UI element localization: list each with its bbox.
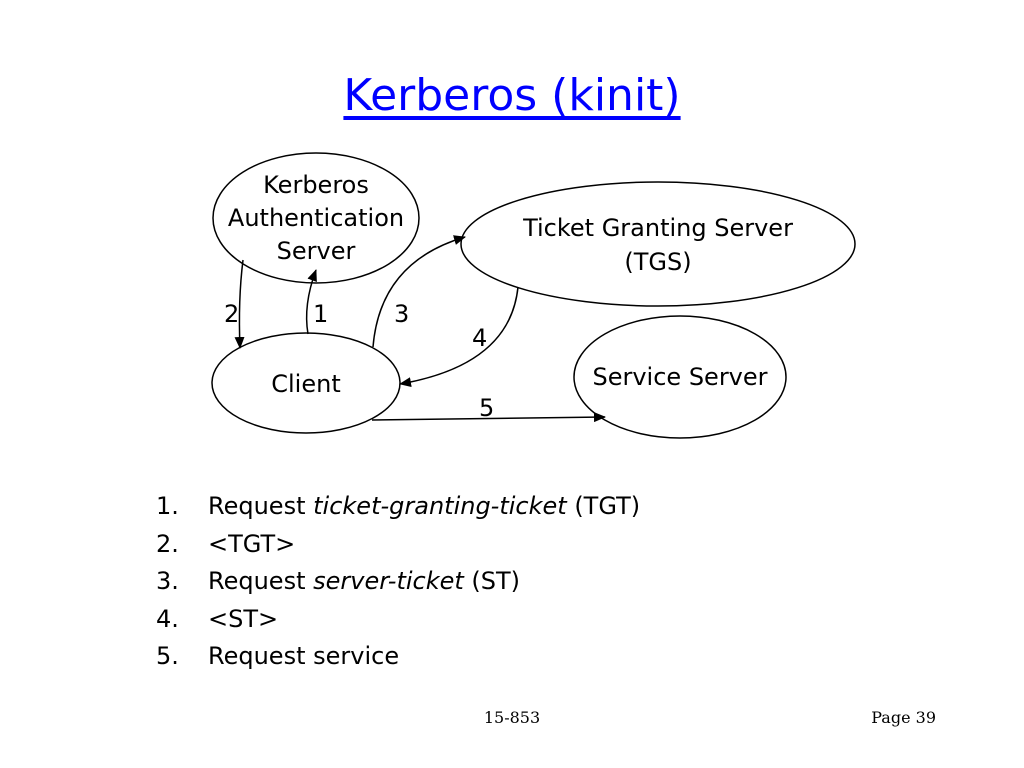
step-number: 3.: [156, 567, 179, 595]
tgs-label-line1: Ticket Granting Server: [522, 214, 793, 242]
step-number: 2.: [156, 529, 179, 558]
tgs-label-line2: (TGS): [624, 248, 691, 276]
edge-label-4: 4: [472, 324, 487, 352]
steps-list: 1. Request ticket-granting-ticket (TGT) …: [156, 488, 640, 676]
edge-label-1: 1: [313, 300, 328, 328]
step-number: 5.: [156, 642, 179, 670]
step-item: 4. <ST>: [156, 601, 640, 639]
edge-3-client-to-tgs: [372, 235, 466, 348]
edge-4-tgs-to-client: [399, 286, 519, 388]
step-text: <ST>: [208, 604, 279, 633]
step-item: 3. Request server-ticket (ST): [156, 563, 640, 601]
step-emphasis: ticket-granting-ticket: [313, 492, 567, 520]
edge-1-client-to-auth: [305, 269, 317, 335]
auth-server-label-line1: Kerberos: [263, 171, 369, 199]
slide-title: Kerberos (kinit): [343, 70, 681, 121]
edge-2-auth-to-client: [234, 259, 245, 349]
edge-5-client-to-service: [371, 412, 606, 423]
step-emphasis: server-ticket: [313, 567, 464, 595]
step-number: 1.: [156, 492, 179, 520]
auth-server-node: Kerberos Authentication Server: [212, 152, 420, 284]
client-node: Client: [211, 332, 401, 434]
step-text: Request: [208, 492, 314, 520]
tgs-node: Ticket Granting Server (TGS): [460, 181, 856, 307]
service-server-label: Service Server: [592, 363, 767, 391]
edge-label-5: 5: [479, 394, 494, 422]
edge-label-3: 3: [394, 300, 409, 328]
auth-server-label-line2: Authentication: [228, 204, 404, 232]
footer-page-number: Page 39: [871, 708, 936, 727]
client-label: Client: [271, 370, 340, 398]
step-text: Request service: [208, 642, 400, 670]
step-item: 5. Request service: [156, 638, 640, 676]
footer-course: 15-853: [483, 708, 541, 727]
auth-server-label-line3: Server: [277, 237, 356, 265]
step-item: 2. <TGT>: [156, 526, 640, 564]
step-text: <TGT>: [208, 529, 296, 558]
service-server-node: Service Server: [573, 315, 787, 439]
step-text: Request: [208, 567, 314, 595]
step-number: 4.: [156, 604, 179, 633]
step-item: 1. Request ticket-granting-ticket (TGT): [156, 488, 640, 526]
step-suffix: (ST): [463, 567, 521, 595]
step-suffix: (TGT): [566, 492, 641, 520]
edge-label-2: 2: [224, 300, 239, 328]
